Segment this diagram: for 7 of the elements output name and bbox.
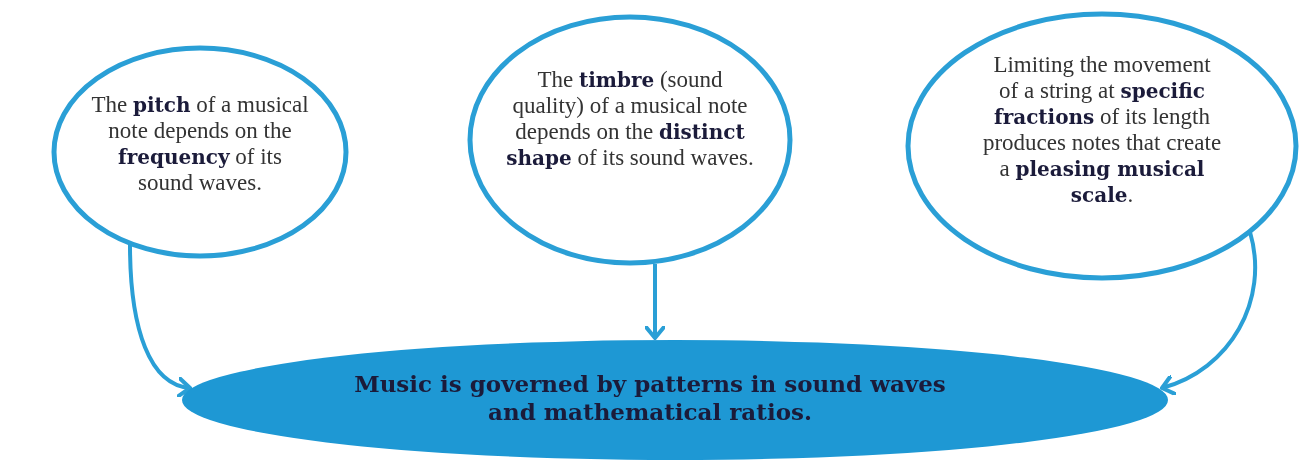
- curved-arrow: [128, 244, 192, 397]
- bubble-text: Limiting the movement of a string at specific fractions of its length produces notes that create a pleasing musical scale.: [982, 52, 1222, 208]
- conclusion-text: Music is governed by patterns in sound waves and mathematical ratios.: [353, 370, 947, 426]
- curved-arrow: [644, 264, 666, 340]
- curved-arrow: [1160, 231, 1258, 395]
- bubble-text: The pitch of a musical note depends on the frequency of its sound waves.: [90, 92, 310, 196]
- bubble-text: The timbre (sound quality) of a musical note depends on the distinct shape of its sound waves.: [505, 67, 755, 171]
